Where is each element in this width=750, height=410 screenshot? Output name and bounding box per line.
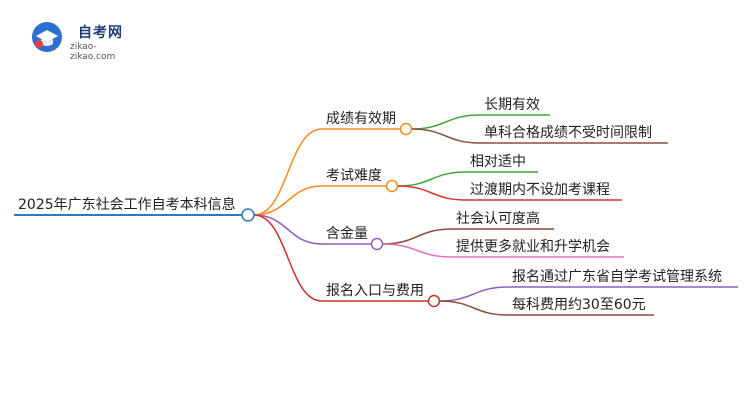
branch-node-3	[370, 237, 384, 251]
leaf-label-1-2: 单科合格成绩不受时间限制	[484, 125, 652, 141]
branch-connector-4	[253, 214, 323, 302]
branch-node-4	[427, 294, 441, 308]
leaf-connector-2-1	[397, 171, 467, 187]
graduation-cap-icon	[32, 22, 62, 52]
root-node	[241, 208, 255, 222]
branch-label-2: 考试难度	[326, 168, 382, 184]
leaf-connector-4-2	[439, 300, 509, 316]
leaf-label-2-2: 过渡期内不设加考课程	[470, 182, 610, 198]
branch-label-4: 报名入口与费用	[326, 283, 424, 299]
leaf-label-3-1: 社会认可度高	[456, 210, 540, 227]
leaf-connector-3-1	[382, 228, 453, 245]
branch-connector-3	[253, 214, 323, 245]
logo-url: zikao-zikao.com	[70, 42, 116, 62]
logo: 自考网 zikao-zikao.com	[30, 20, 140, 62]
leaf-label-1-1: 长期有效	[484, 97, 540, 113]
leaf-label-4-1: 报名通过广东省自学考试管理系统	[512, 269, 722, 285]
leaf-connector-2-2	[397, 185, 467, 201]
leaf-connector-1-1	[411, 114, 481, 130]
edges	[253, 114, 509, 316]
leaf-label-2-1: 相对适中	[470, 154, 526, 170]
branch-node-1	[399, 122, 413, 136]
leaf-connector-3-2	[382, 243, 453, 258]
leaf-label-3-2: 提供更多就业和升学机会	[456, 238, 610, 255]
branch-connector-2	[253, 185, 323, 216]
branch-label-3: 含金量	[326, 226, 368, 242]
branch-label-1: 成绩有效期	[326, 111, 396, 127]
logo-title: 自考网	[78, 25, 123, 41]
leaf-label-4-2: 每科费用约30至60元	[512, 297, 646, 313]
leaf-connector-4-1	[439, 286, 509, 302]
branch-node-2	[385, 179, 399, 193]
branch-connector-1	[253, 128, 323, 216]
leaf-connector-1-2	[411, 128, 481, 144]
root-label: 2025年广东社会工作自考本科信息	[18, 196, 236, 213]
